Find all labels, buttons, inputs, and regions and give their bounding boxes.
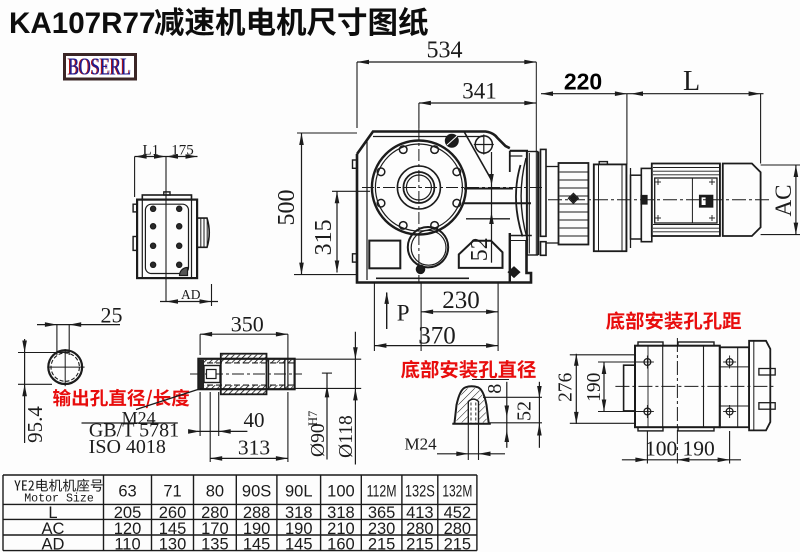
svg-text:318: 318: [285, 504, 313, 522]
svg-text:P: P: [397, 301, 410, 326]
svg-text:135: 135: [201, 535, 229, 552]
svg-text:110: 110: [114, 535, 140, 552]
svg-text:Motor Size: Motor Size: [24, 493, 94, 506]
svg-text:341: 341: [462, 79, 497, 104]
svg-text:210: 210: [327, 520, 355, 538]
svg-text:315: 315: [311, 219, 337, 255]
svg-text:132M: 132M: [442, 483, 472, 501]
svg-text:120: 120: [114, 520, 142, 538]
svg-text:BOSERL: BOSERL: [67, 54, 130, 81]
svg-text:145: 145: [285, 535, 313, 552]
svg-text:132S: 132S: [405, 483, 435, 501]
svg-text:52: 52: [514, 401, 536, 421]
svg-text:GB/T 5781: GB/T 5781: [89, 420, 179, 442]
svg-text:276: 276: [556, 372, 577, 402]
svg-text:280: 280: [201, 504, 229, 522]
svg-text:130: 130: [159, 535, 187, 552]
svg-text:25: 25: [101, 303, 123, 328]
svg-text:Ø90: Ø90: [308, 423, 329, 457]
svg-text:280: 280: [444, 520, 472, 538]
svg-text:190: 190: [682, 437, 714, 461]
svg-text:280: 280: [406, 520, 434, 538]
svg-text:AC: AC: [42, 520, 65, 538]
svg-text:190: 190: [584, 373, 605, 402]
svg-text:350: 350: [231, 312, 264, 337]
svg-text:71: 71: [163, 483, 181, 501]
svg-text:145: 145: [243, 535, 271, 552]
svg-text:534: 534: [427, 38, 463, 64]
svg-text:100: 100: [645, 437, 677, 461]
svg-text:313: 313: [238, 436, 270, 460]
svg-text:63: 63: [118, 483, 136, 501]
svg-text:205: 205: [114, 504, 142, 522]
svg-text:80: 80: [206, 483, 224, 501]
svg-text:8: 8: [484, 384, 506, 394]
svg-text:230: 230: [442, 287, 480, 314]
svg-text:220: 220: [564, 69, 602, 95]
svg-text:90S: 90S: [242, 483, 271, 501]
svg-text:452: 452: [444, 504, 472, 522]
svg-text:H7: H7: [306, 411, 320, 426]
svg-text:215: 215: [406, 535, 434, 552]
svg-text:190: 190: [285, 520, 313, 538]
svg-text:BOSERL: BOSERL: [68, 54, 131, 81]
svg-text:160: 160: [327, 535, 355, 552]
svg-text:230: 230: [368, 520, 396, 538]
svg-text:365: 365: [368, 504, 396, 522]
svg-text:112M: 112M: [367, 483, 397, 501]
svg-text:215: 215: [444, 535, 472, 552]
svg-text:KA107R77: KA107R77: [9, 7, 155, 40]
svg-text:500: 500: [274, 190, 300, 226]
svg-text:190: 190: [243, 520, 271, 538]
svg-text:M24: M24: [405, 435, 438, 454]
svg-text:ISO 4018: ISO 4018: [89, 436, 166, 458]
svg-text:260: 260: [159, 504, 187, 522]
svg-text:AC: AC: [771, 185, 796, 217]
svg-text:52: 52: [467, 237, 493, 261]
svg-text:AD: AD: [181, 287, 201, 302]
svg-text:145: 145: [159, 520, 187, 538]
svg-text:AD: AD: [42, 535, 65, 552]
svg-text:288: 288: [243, 504, 271, 522]
svg-text:Ø118: Ø118: [336, 415, 357, 458]
svg-text:40: 40: [244, 408, 265, 432]
svg-text:100: 100: [327, 483, 355, 501]
svg-text:95.4: 95.4: [23, 406, 47, 443]
svg-text:L: L: [683, 66, 700, 97]
svg-text:170: 170: [201, 520, 229, 538]
svg-text:318: 318: [327, 504, 355, 522]
svg-text:413: 413: [406, 504, 434, 522]
svg-text:90L: 90L: [285, 483, 313, 501]
svg-text:L: L: [48, 504, 57, 522]
svg-text:215: 215: [368, 535, 396, 552]
